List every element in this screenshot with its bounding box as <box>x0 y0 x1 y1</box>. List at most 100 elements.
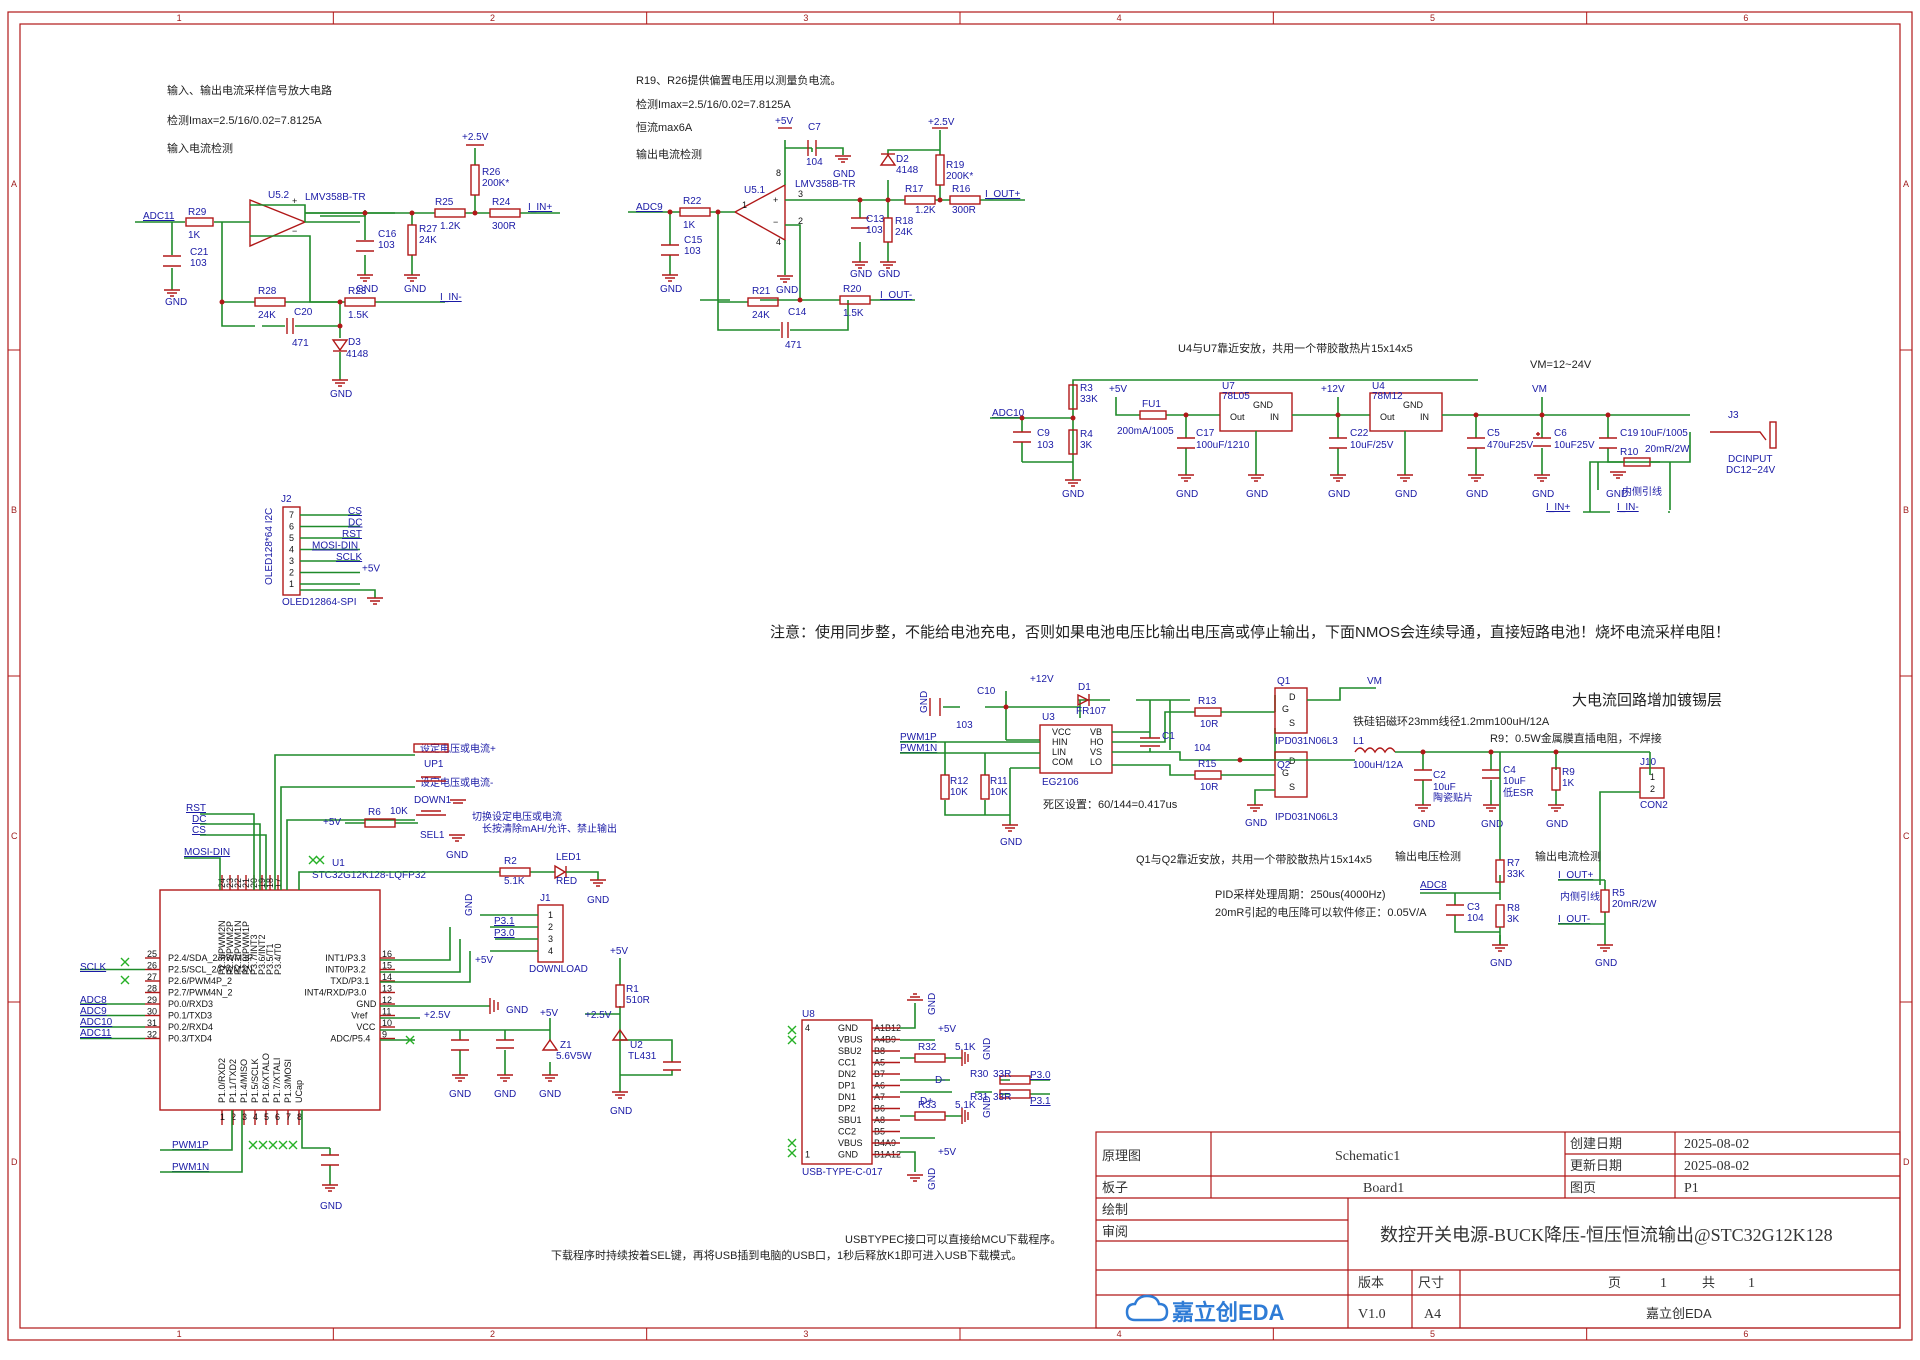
svg-text:8: 8 <box>776 168 781 178</box>
grid-col-top: 2 <box>490 13 495 23</box>
svg-text:页: 页 <box>1608 1275 1621 1290</box>
grid-col-top: 6 <box>1743 13 1748 23</box>
svg-text:GND: GND <box>320 1201 342 1212</box>
no-connect-mark <box>405 1035 415 1045</box>
grid-row-right: A <box>1903 179 1909 189</box>
svg-text:10uF: 10uF <box>1503 776 1526 787</box>
svg-text:−: − <box>773 217 778 227</box>
amp-title: 输入、输出电流采样信号放大电路 <box>167 83 332 97</box>
svg-text:10uF/25V: 10uF/25V <box>1350 440 1394 451</box>
svg-text:ADC8: ADC8 <box>1420 880 1447 891</box>
svg-text:+5V: +5V <box>323 817 341 828</box>
svg-text:C7: C7 <box>808 122 821 133</box>
svg-text:图页: 图页 <box>1570 1180 1596 1195</box>
mcu-pin-name: P3.4/T0 <box>273 943 283 975</box>
svg-text:10K: 10K <box>950 787 968 798</box>
svg-text:C2: C2 <box>1433 770 1446 781</box>
svg-text:+5V: +5V <box>938 1024 956 1035</box>
bias-note: R19、R26提供偏置电压用以测量负电流。 <box>636 73 841 87</box>
usb-pin-name: CC2 <box>838 1127 856 1137</box>
mcu-pin-name: P0.3/TXD4 <box>168 1034 212 1044</box>
svg-text:Out: Out <box>1230 412 1245 422</box>
oled-pin-net: SCLK <box>336 552 362 563</box>
svg-text:R11: R11 <box>990 776 1008 787</box>
oled-pin-number: 1 <box>289 579 294 589</box>
svg-text:24K: 24K <box>258 310 276 321</box>
svg-text:D3: D3 <box>348 337 361 348</box>
svg-text:GND: GND <box>1532 489 1554 500</box>
svg-text:IPD031N06L3: IPD031N06L3 <box>1275 812 1338 823</box>
mcu-pin-name: INT1/P3.3 <box>325 953 366 963</box>
grid-col-bottom: 5 <box>1430 1329 1435 1339</box>
svg-text:GND: GND <box>927 1168 938 1190</box>
svg-text:Schematic1: Schematic1 <box>1335 1149 1400 1164</box>
r3 <box>1068 384 1078 410</box>
svg-text:LO: LO <box>1090 757 1102 767</box>
svg-text:2025-08-02: 2025-08-02 <box>1684 1137 1749 1152</box>
svg-text:DC: DC <box>192 814 206 825</box>
c20 <box>286 318 294 334</box>
svg-text:103: 103 <box>866 225 883 236</box>
oled-pin-number: 3 <box>289 556 294 566</box>
svg-text:+12V: +12V <box>1030 674 1054 685</box>
svg-text:5.1K: 5.1K <box>955 1100 976 1111</box>
r13 <box>1194 707 1222 717</box>
svg-text:GND: GND <box>1413 819 1435 830</box>
svg-text:GND: GND <box>1466 489 1488 500</box>
mcu-pin-number: 21 <box>241 878 251 888</box>
svg-text:R28: R28 <box>258 286 277 297</box>
svg-text:LMV358B-TR: LMV358B-TR <box>795 179 856 190</box>
svg-text:3K: 3K <box>1080 440 1093 451</box>
svg-text:C13: C13 <box>866 214 885 225</box>
svg-text:R29: R29 <box>188 207 207 218</box>
svg-text:R12: R12 <box>950 776 969 787</box>
svg-text:R13: R13 <box>1198 696 1217 707</box>
svg-text:GND: GND <box>1176 489 1198 500</box>
no-connect-mark <box>288 1140 298 1150</box>
u4 <box>1369 392 1443 432</box>
svg-text:+5V: +5V <box>540 1008 558 1019</box>
svg-text:I_IN+: I_IN+ <box>528 202 552 213</box>
mcu-pin-number: 19 <box>257 878 267 888</box>
svg-text:死区设置：60/144=0.417us: 死区设置：60/144=0.417us <box>1043 798 1178 811</box>
mcu-pin-name: P2.6/PWM4P_2 <box>168 976 232 986</box>
mcu-pin-name: P1.7/XTALI <box>272 1058 282 1103</box>
svg-text:PID采样处理周期：250us(4000Hz): PID采样处理周期：250us(4000Hz) <box>1215 887 1386 901</box>
svg-text:Board1: Board1 <box>1363 1181 1404 1196</box>
no-connect-mark <box>787 1148 797 1158</box>
svg-text:CS: CS <box>192 825 206 836</box>
svg-text:GND: GND <box>850 269 872 280</box>
c19 <box>929 698 941 716</box>
svg-text:P3.0: P3.0 <box>1030 1070 1051 1081</box>
svg-text:R27: R27 <box>419 224 438 235</box>
no-connect-mark <box>120 975 130 985</box>
svg-text:VM=12~24V: VM=12~24V <box>1530 359 1592 371</box>
grid-col-bottom: 4 <box>1117 1329 1122 1339</box>
mcu-pin-name: GND <box>356 999 377 1009</box>
svg-text:GND: GND <box>449 1089 471 1100</box>
svg-text:GND: GND <box>1490 958 1512 969</box>
no-connect-mark <box>315 855 325 865</box>
grid-row-left: C <box>11 831 18 841</box>
svg-text:A4: A4 <box>1424 1307 1441 1322</box>
usb-pin-name: DN2 <box>838 1069 856 1079</box>
usb-pin-number: 4 <box>805 1023 810 1033</box>
svg-text:4148: 4148 <box>346 349 369 360</box>
r31 <box>999 1089 1031 1099</box>
svg-text:471: 471 <box>785 340 802 351</box>
svg-text:C10: C10 <box>977 686 996 697</box>
r4 <box>1068 429 1078 455</box>
project-title: 数控开关电源-BUCK降压-恒压恒流输出@STC32G12K128 <box>1380 1225 1833 1245</box>
mcu-pin-number: 13 <box>382 984 392 994</box>
svg-text:D2: D2 <box>896 154 909 165</box>
opamp-u52 <box>249 198 307 248</box>
svg-text:GND: GND <box>330 389 352 400</box>
fu1 <box>1139 410 1167 420</box>
svg-text:78M12: 78M12 <box>1372 391 1403 402</box>
svg-text:R3: R3 <box>1080 383 1093 394</box>
svg-text:1K: 1K <box>188 230 201 241</box>
svg-text:L1: L1 <box>1353 736 1365 747</box>
mcu-pin-name: P2.5/SCL_2/PWM3N <box>168 965 253 975</box>
